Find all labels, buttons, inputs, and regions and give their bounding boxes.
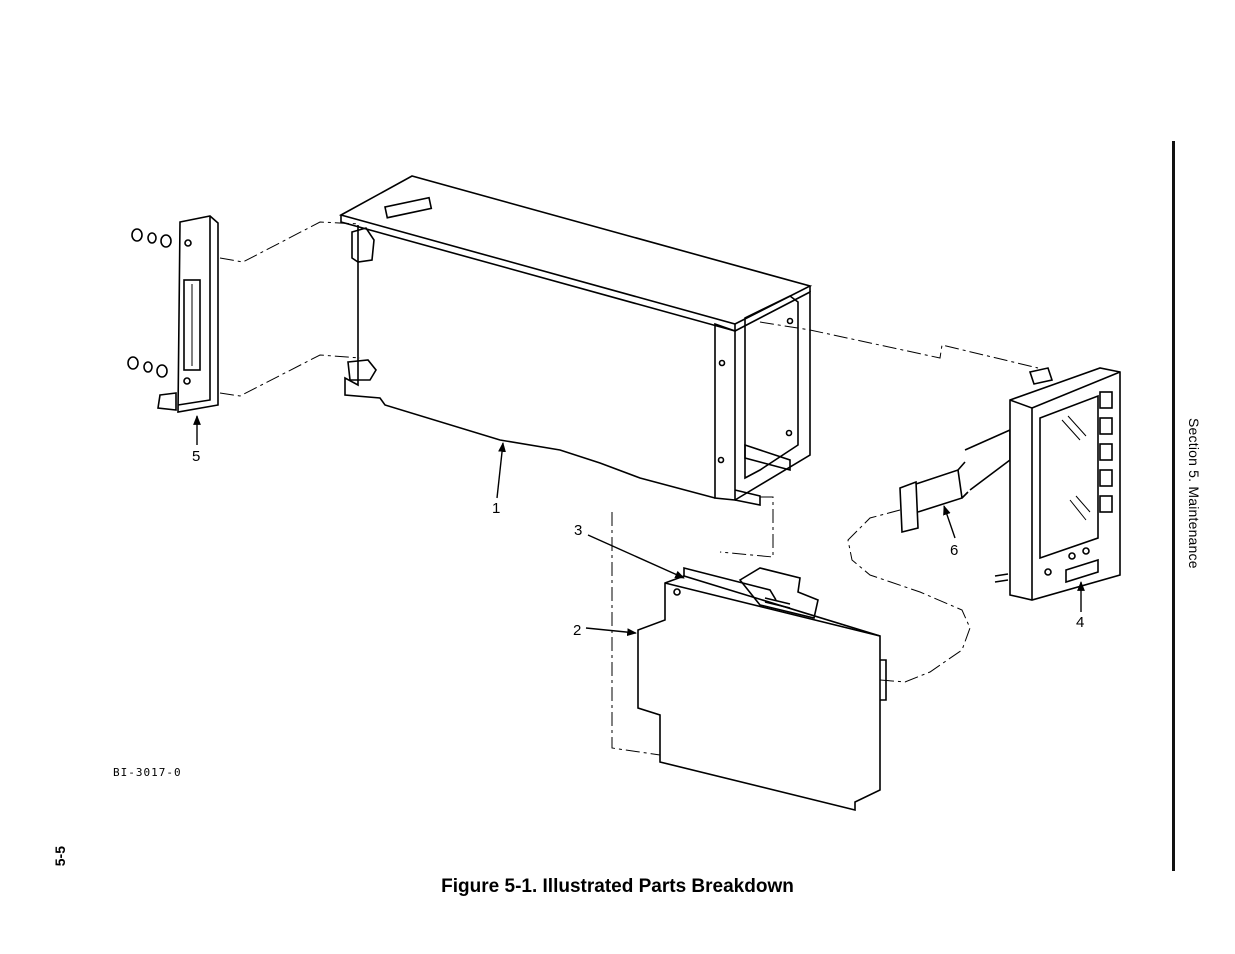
callout-label-5: 5 [192,448,200,465]
chassis-housing [338,175,813,506]
parts-breakdown-drawing: 5 1 3 2 6 4 [127,175,1121,812]
front-panel-bezel [994,367,1121,601]
drawing-code: BI-3017-0 [113,766,182,779]
callout-arrow-1 [496,442,506,499]
callout-label-6: 6 [950,542,958,559]
circuit-card-assembly [637,566,887,812]
callout-arrow-3 [587,534,685,579]
callout-label-2: 2 [573,622,581,639]
ribbon-cable [899,428,1011,534]
screw-washer-lower [127,356,168,378]
screw-washer-upper [131,228,172,248]
callout-arrow-2 [585,627,637,637]
section-label: Section 5. Maintenance [1186,418,1202,569]
callout-label-1: 1 [492,500,500,517]
callout-arrow-6 [943,505,956,539]
section-rule [1172,141,1175,871]
callout-label-4: 4 [1076,614,1084,631]
rear-connector-plate [127,215,219,413]
figure-caption: Figure 5-1. Illustrated Parts Breakdown [441,876,794,897]
callout-label-3: 3 [574,522,582,539]
